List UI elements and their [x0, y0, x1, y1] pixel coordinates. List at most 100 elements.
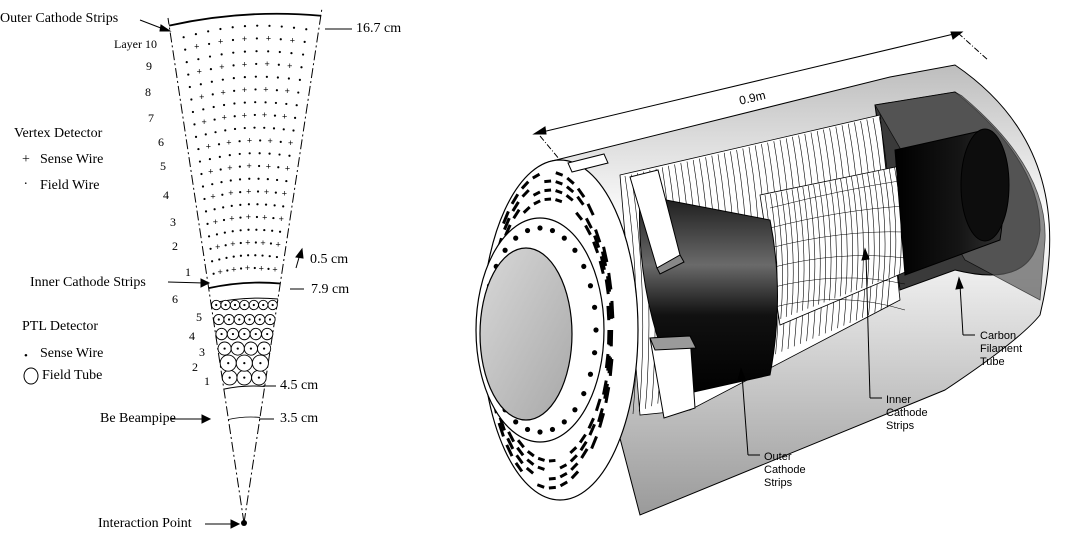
flange-slot: [549, 478, 556, 479]
bolt-hole: [581, 264, 586, 269]
field-wire-dot: [300, 66, 302, 68]
sense-wire-plus: +: [222, 113, 227, 123]
bolt-hole: [537, 429, 542, 434]
inner-cathode-strips-label: Inner Cathode Strips: [30, 276, 146, 290]
sense-wire-plus: +: [246, 212, 251, 222]
ptl-sense-wire: [215, 304, 217, 306]
field-wire-dot: [244, 25, 246, 27]
field-wire-dot: [189, 86, 191, 88]
field-wire-dot: [225, 244, 227, 246]
field-wire-dot: [275, 102, 277, 104]
field-wire-dot: [254, 267, 256, 269]
vertex-field-symbol: .: [24, 174, 28, 188]
vertex-detector-title: Vertex Detector: [14, 127, 102, 141]
field-wire-dot: [240, 229, 242, 231]
sense-wire-plus: +: [246, 187, 251, 197]
field-wire-dot: [238, 140, 240, 142]
field-wire-dot: [254, 114, 256, 116]
flange-slot: [544, 190, 551, 191]
field-wire-dot: [211, 183, 213, 185]
sense-wire-plus: +: [231, 264, 236, 274]
field-wire-dot: [255, 76, 257, 78]
field-wire-dot: [280, 38, 282, 40]
field-wire-dot: [193, 123, 195, 125]
sense-wire-plus: +: [275, 239, 280, 249]
cylinder-cutaway: [476, 32, 1050, 515]
field-wire-dot: [218, 258, 220, 260]
vertex-layer-1: 1: [185, 266, 191, 278]
ptl-sense-wire: [253, 304, 255, 306]
ptl-sense-wire: [269, 318, 271, 320]
ptl-field-tube-label: Field Tube: [42, 369, 102, 383]
vertex-sense-wire-label: Sense Wire: [40, 153, 103, 167]
field-wire-dot: [239, 153, 241, 155]
field-wire-dot: [208, 43, 210, 45]
radius-ptl-label: 4.5 cm: [280, 379, 318, 393]
bolt-hole: [588, 372, 593, 377]
field-wire-dot: [234, 115, 236, 117]
sense-wire-plus: +: [202, 117, 207, 127]
field-wire-dot: [197, 58, 199, 60]
outer-cathode-arc: [169, 14, 321, 26]
radius-beampipe-label: 3.5 cm: [280, 412, 318, 426]
field-wire-dot: [233, 77, 235, 79]
sense-wire-plus: +: [272, 265, 277, 275]
field-wire-dot: [214, 118, 216, 120]
ptl-sense-wire: [243, 304, 245, 306]
beampipe-label: Be Beampipe: [100, 412, 176, 426]
field-wire-dot: [247, 229, 249, 231]
field-wire-dot: [285, 180, 287, 182]
field-wire-dot: [232, 52, 234, 54]
field-wire-dot: [209, 55, 211, 57]
outer-cathode-strips-label: Outer Cathode Strips: [0, 12, 118, 26]
vertex-layer-3: 3: [170, 216, 176, 228]
field-wire-dot: [231, 205, 233, 207]
sense-wire-plus: +: [266, 161, 271, 171]
ptl-sense-wire: [227, 362, 229, 364]
ptl-sense-wire: [237, 347, 239, 349]
vertex-layer-9: 9: [146, 60, 152, 72]
field-wire-dot: [268, 153, 270, 155]
sense-wire-plus: +: [246, 161, 251, 171]
field-wire-dot: [192, 111, 194, 113]
outer-cathode-line1: Outer: [764, 451, 806, 464]
field-wire-dot: [223, 219, 225, 221]
field-wire-dot: [267, 178, 269, 180]
sense-wire-plus: +: [219, 62, 224, 72]
field-wire-dot: [206, 223, 208, 225]
field-wire-dot: [254, 254, 256, 256]
field-wire-dot: [209, 158, 211, 160]
field-wire-dot: [247, 254, 249, 256]
field-wire-dot: [259, 139, 261, 141]
ptl-sense-wire: [223, 347, 225, 349]
bolt-hole: [592, 305, 597, 310]
flange-slot: [606, 354, 608, 368]
field-wire-dot: [203, 198, 205, 200]
sense-wire-plus: +: [206, 142, 211, 152]
bolt-hole: [513, 236, 518, 241]
flange-slot: [544, 181, 551, 182]
field-wire-dot: [223, 104, 225, 106]
field-wire-dot: [218, 143, 220, 145]
field-wire-dot: [278, 64, 280, 66]
carbon-tube-label: Carbon Filament Tube: [980, 330, 1022, 369]
field-wire-dot: [213, 106, 215, 108]
inner-cylinder-end: [961, 129, 1009, 241]
field-wire-dot: [184, 49, 186, 51]
field-wire-dot: [266, 76, 268, 78]
bolt-hole: [588, 283, 593, 288]
field-wire-dot: [214, 131, 216, 133]
sense-wire-plus: +: [260, 238, 265, 248]
ptl-layer-4: 4: [189, 330, 195, 342]
sense-wire-plus: +: [220, 87, 225, 97]
field-wire-dot: [224, 232, 226, 234]
field-wire-dot: [240, 242, 242, 244]
vertex-layer-7: 7: [148, 112, 154, 124]
field-wire-dot: [302, 53, 304, 55]
field-wire-dot: [254, 88, 256, 90]
field-tube-legend-icon: [24, 368, 38, 384]
field-wire-dot: [183, 36, 185, 38]
field-wire-dot: [261, 254, 263, 256]
carbon-tube-line2: Filament: [980, 343, 1022, 356]
field-wire-dot: [267, 268, 269, 270]
